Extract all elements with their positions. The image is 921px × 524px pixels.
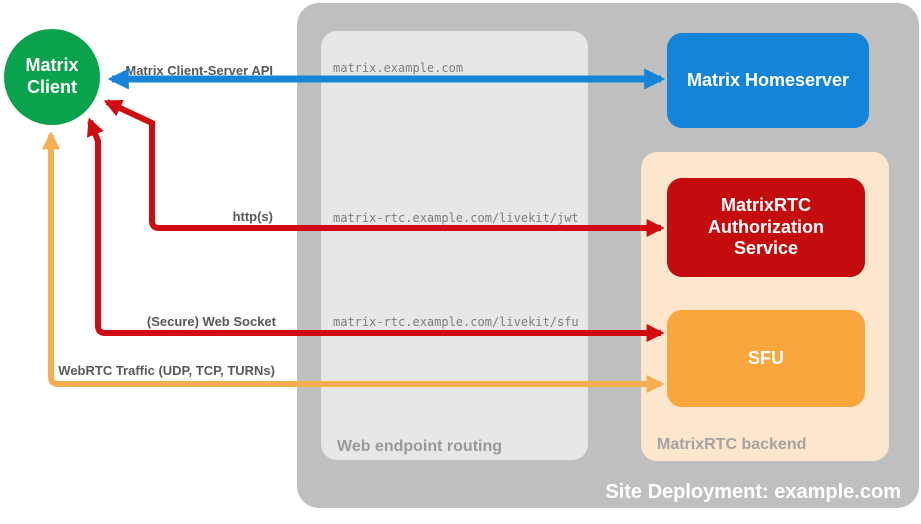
matrix-homeserver-label: Matrix Homeserver xyxy=(686,70,850,90)
web-endpoint-routing-label: Web endpoint routing xyxy=(337,438,503,455)
matrix-client-label: Matrix Client xyxy=(25,55,79,97)
websocket-connection-label: (Secure) Web Socket xyxy=(146,314,276,329)
client-server-api-connection-label: Matrix Client-Server API xyxy=(125,63,273,78)
web-endpoint-routing-box: Web endpoint routing xyxy=(321,31,588,460)
matrixrtc-authorization-service-label: MatrixRTC Authorization Service xyxy=(708,194,824,259)
sfu-node: SFU xyxy=(667,310,865,407)
sfu-label: SFU xyxy=(748,348,784,368)
matrix-client-node: Matrix Client xyxy=(4,29,100,125)
endpoint-sfu-label: matrix-rtc.example.com/livekit/sfu xyxy=(333,315,579,329)
endpoint-homeserver-label: matrix.example.com xyxy=(333,61,464,75)
endpoint-jwt-label: matrix-rtc.example.com/livekit/jwt xyxy=(333,211,579,225)
site-deployment-label: Site Deployment: example.com xyxy=(605,481,901,503)
webrtc-traffic-connection-label: WebRTC Traffic (UDP, TCP, TURNs) xyxy=(58,363,275,378)
matrixrtc-backend-box: MatrixRTC Authorization Service SFU Matr… xyxy=(641,152,889,461)
matrix-homeserver-node: Matrix Homeserver xyxy=(667,33,869,128)
matrixrtc-authorization-service-node: MatrixRTC Authorization Service xyxy=(667,178,865,277)
site-deployment-container: Web endpoint routing MatrixRTC Authoriza… xyxy=(297,3,919,508)
https-connection-label: http(s) xyxy=(232,209,273,224)
matrixrtc-backend-label: MatrixRTC backend xyxy=(657,436,807,453)
